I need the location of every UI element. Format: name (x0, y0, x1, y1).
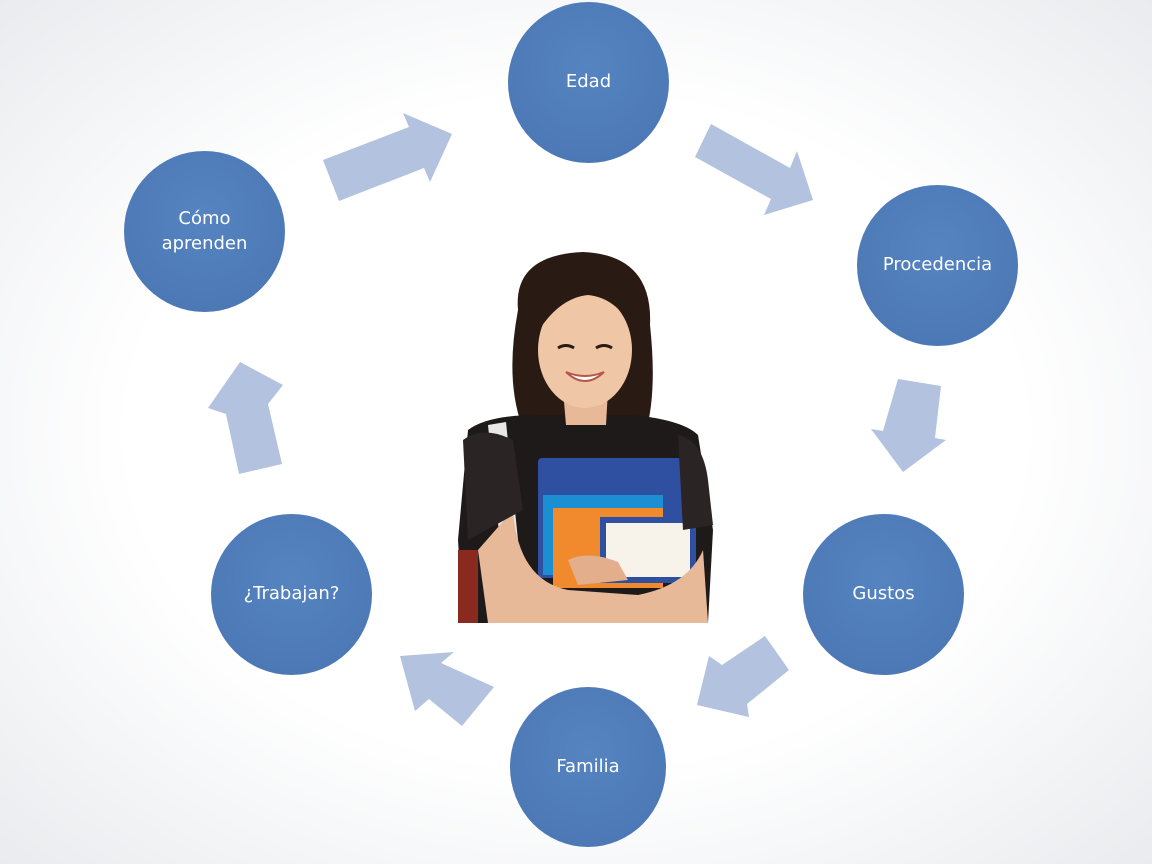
node-como-aprenden: Cómo aprenden (124, 151, 285, 312)
node-familia: Familia (510, 687, 666, 847)
arrow-4 (697, 636, 789, 717)
node-gustos: Gustos (803, 514, 964, 675)
node-label: Familia (556, 755, 620, 777)
node-label: Gustos (852, 583, 915, 605)
node-label: Cómo aprenden (161, 208, 248, 254)
arrow-5 (400, 652, 494, 726)
node-label: Edad (565, 71, 612, 93)
node-label: ¿Trabajan? (243, 583, 340, 605)
node-edad: Edad (508, 2, 669, 163)
arrow-2 (695, 124, 813, 215)
node-label: Procedencia (882, 254, 993, 276)
arrow-6 (208, 362, 283, 474)
node-procedencia: Procedencia (857, 185, 1018, 346)
student-photo (458, 250, 733, 623)
arrow-3 (871, 379, 946, 472)
node-trabajan: ¿Trabajan? (211, 514, 372, 675)
arrow-1 (323, 113, 452, 201)
